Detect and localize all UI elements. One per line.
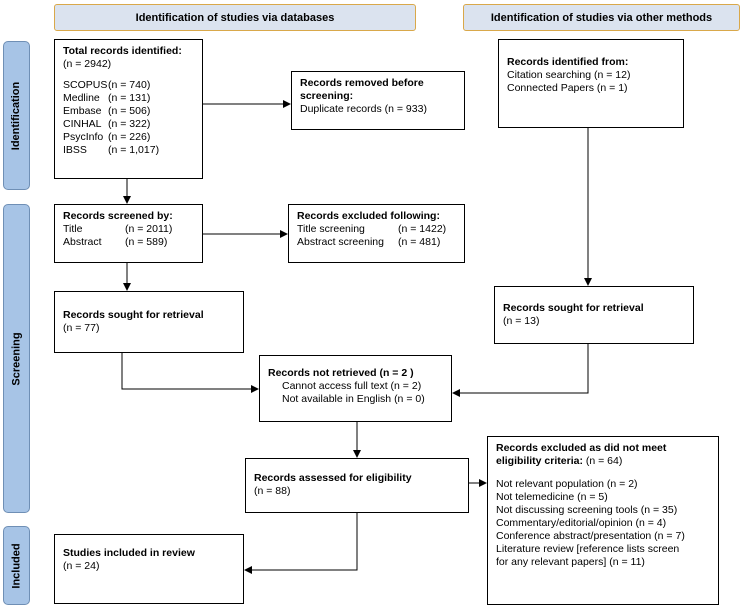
total-records-title: Total records identified: (63, 45, 182, 57)
source-row: CINHAL (n = 322) (63, 118, 194, 131)
header-other-label: Identification of studies via other meth… (490, 11, 713, 24)
exclusion-reason: Conference abstract/presentation (n = 7) (496, 530, 685, 542)
source-row: SCOPUS(n = 740) (63, 79, 194, 92)
records-not-retrieved-box: Records not retrieved (n = 2 ) Cannot ac… (259, 355, 452, 422)
source-name: CINHAL (63, 118, 102, 130)
header-databases: Identification of studies via databases (54, 4, 416, 31)
excluded-count: (n = 1422) (398, 223, 447, 235)
other-identified-box: Records identified from: Citation search… (498, 39, 684, 128)
source-row: Medline (n = 131) (63, 92, 194, 105)
exclusion-reason: Literature review [reference lists scree… (496, 543, 680, 555)
source-count: (n = 1,017) (108, 144, 160, 156)
exclusion-reason: Not discussing screening tools (n = 35) (496, 504, 678, 516)
sought-other-title: Records sought for retrieval (503, 302, 644, 314)
sought-db-title: Records sought for retrieval (63, 309, 204, 321)
other-identified-title: Records identified from: (507, 56, 629, 68)
source-name: PsycInfo (63, 131, 104, 143)
assessed-count: (n = 88) (254, 485, 291, 497)
source-name: Medline (63, 92, 100, 104)
excluded-label: Title screening (297, 223, 365, 235)
screened-row: Abstract (n = 589) (63, 236, 194, 249)
source-count: (n = 506) (108, 105, 151, 117)
excluded-elig-title: Records excluded as did not meet (496, 442, 667, 454)
excluded-row: Abstract screening (n = 481) (297, 236, 456, 249)
total-records-count: (n = 2942) (63, 58, 112, 70)
not-available-english: Not available in English (n = 0) (282, 393, 425, 405)
excluded-elig-title-2: eligibility criteria: (496, 455, 583, 467)
exclusion-reason: Commentary/editorial/opinion (n = 4) (496, 517, 667, 529)
excluded-row: Title screening (n = 1422) (297, 223, 456, 236)
records-removed-box: Records removed before screening: Duplic… (291, 71, 465, 130)
records-assessed-box: Records assessed for eligibility (n = 88… (245, 458, 469, 513)
sought-retrieval-db-box: Records sought for retrieval (n = 77) (54, 291, 244, 353)
sought-retrieval-other-box: Records sought for retrieval (n = 13) (494, 286, 694, 344)
records-excluded-title: Records excluded following: (297, 210, 440, 222)
screened-row: Title (n = 2011) (63, 223, 194, 236)
source-row: PsycInfo (n = 226) (63, 131, 194, 144)
records-screened-box: Records screened by: Title (n = 2011) Abs… (54, 204, 203, 263)
arrow-assessed-to-included (244, 513, 358, 574)
phase-identification: Identification (3, 41, 30, 190)
sought-other-count: (n = 13) (503, 315, 540, 327)
total-records-box: Total records identified: (n = 2942) SCO… (54, 39, 203, 179)
source-name: IBSS (63, 144, 87, 156)
excluded-elig-count: (n = 64) (582, 455, 623, 467)
screened-label: Title (63, 223, 83, 235)
source-count: (n = 740) (108, 79, 151, 91)
included-title: Studies included in review (63, 547, 195, 559)
records-excluded-screening-box: Records excluded following: Title screen… (288, 204, 465, 263)
assessed-title: Records assessed for eligibility (254, 472, 412, 484)
arrow-sought-other-to-not-retrieved (452, 344, 589, 397)
records-removed-title: Records removed before (300, 77, 424, 89)
connected-papers: Connected Papers (n = 1) (507, 82, 628, 94)
screened-count: (n = 589) (125, 236, 168, 248)
included-count: (n = 24) (63, 560, 100, 572)
excluded-count: (n = 481) (398, 236, 441, 248)
phase-screening: Screening (3, 204, 30, 513)
excluded-label: Abstract screening (297, 236, 384, 248)
cannot-access-full-text: Cannot access full text (n = 2) (282, 380, 422, 392)
exclusion-reason: Not relevant population (n = 2) (496, 478, 638, 490)
exclusion-reason: for any relevant papers] (n = 11) (496, 556, 645, 568)
citation-searching: Citation searching (n = 12) (507, 69, 631, 81)
not-retrieved-title: Records not retrieved (n = 2 ) (268, 367, 414, 379)
arrow-sought-db-to-not-retrieved (121, 353, 259, 393)
source-count: (n = 131) (108, 92, 151, 104)
phase-included: Included (3, 526, 30, 605)
studies-included-box: Studies included in review (n = 24) (54, 534, 244, 604)
header-databases-label: Identification of studies via databases (135, 11, 335, 24)
source-row: Embase (n = 506) (63, 105, 194, 118)
exclusion-reason: Not telemedicine (n = 5) (496, 491, 608, 503)
duplicate-records: Duplicate records (n = 933) (300, 103, 427, 115)
screened-label: Abstract (63, 236, 102, 248)
screened-count: (n = 2011) (125, 223, 173, 235)
records-excluded-eligibility-box: Records excluded as did not meet eligibi… (487, 436, 719, 605)
sought-db-count: (n = 77) (63, 322, 100, 334)
records-removed-title-2: screening: (300, 90, 354, 102)
source-row: IBSS (n = 1,017) (63, 144, 194, 157)
source-count: (n = 226) (108, 131, 151, 143)
source-name: Embase (63, 105, 102, 117)
records-screened-title: Records screened by: (63, 210, 173, 222)
header-other-methods: Identification of studies via other meth… (463, 4, 740, 31)
source-name: SCOPUS (63, 79, 108, 91)
source-count: (n = 322) (108, 118, 151, 130)
